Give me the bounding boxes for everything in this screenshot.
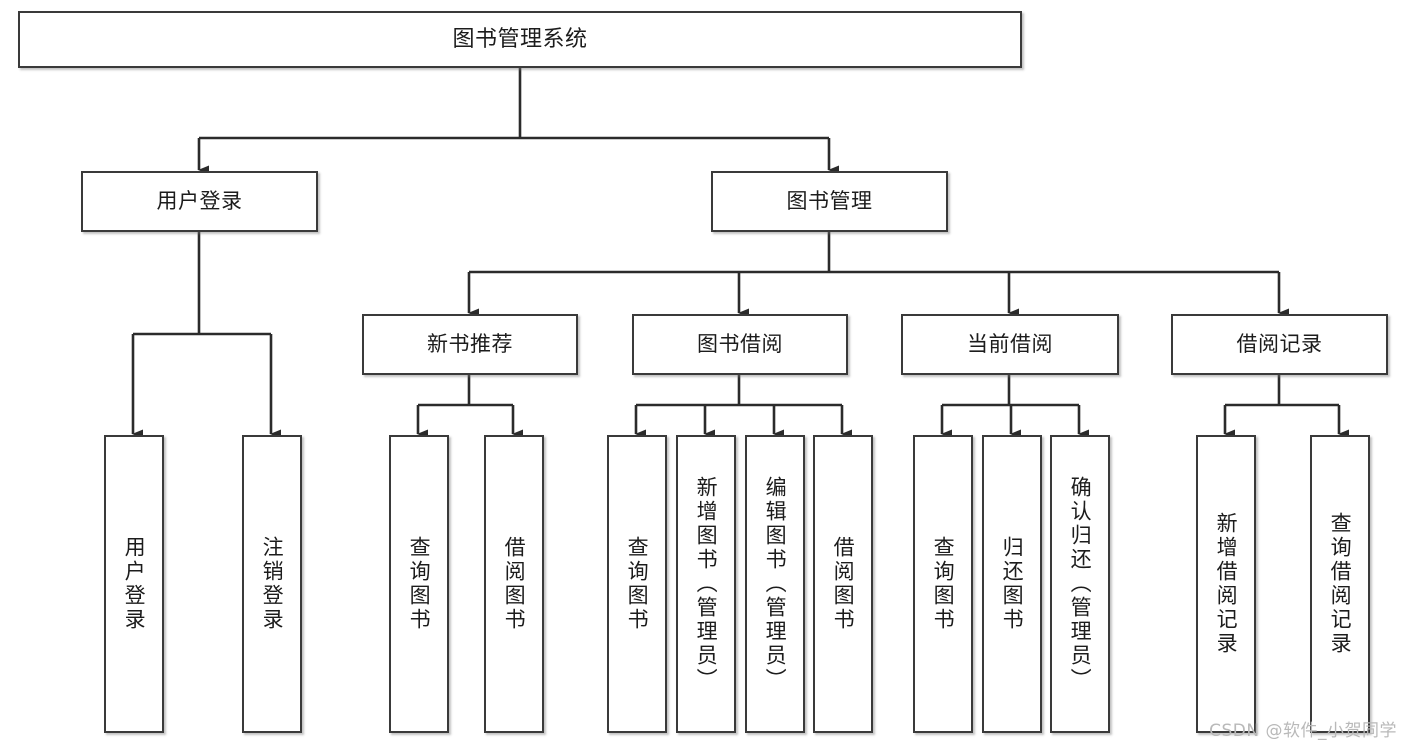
node-book-borrow-label: 图书借阅	[697, 332, 783, 357]
node-leaf-add-book-label: 新增图书（管理员）	[694, 476, 719, 692]
node-root[interactable]: 图书管理系统	[18, 11, 1022, 68]
node-leaf-edit-book-label: 编辑图书（管理员）	[763, 476, 788, 692]
node-leaf-query-book-3[interactable]: 查询图书	[913, 435, 973, 733]
node-leaf-borrow-book-2-label: 借阅图书	[831, 536, 856, 632]
watermark: CSDN @软件_小贺同学	[1209, 721, 1397, 741]
node-new-book-recommend-label: 新书推荐	[427, 332, 513, 357]
node-leaf-return-book-label: 归还图书	[1000, 536, 1025, 632]
node-leaf-query-record-label: 查询借阅记录	[1328, 512, 1353, 656]
node-book-borrow[interactable]: 图书借阅	[632, 314, 848, 375]
node-leaf-borrow-book-2[interactable]: 借阅图书	[813, 435, 873, 733]
node-leaf-user-login[interactable]: 用户登录	[104, 435, 164, 733]
node-leaf-add-book[interactable]: 新增图书（管理员）	[676, 435, 736, 733]
node-leaf-borrow-book-1[interactable]: 借阅图书	[484, 435, 544, 733]
node-leaf-confirm-return-label: 确认归还（管理员）	[1068, 476, 1093, 692]
node-current-borrow[interactable]: 当前借阅	[901, 314, 1119, 375]
node-leaf-query-record[interactable]: 查询借阅记录	[1310, 435, 1370, 733]
node-leaf-confirm-return[interactable]: 确认归还（管理员）	[1050, 435, 1110, 733]
node-root-label: 图书管理系统	[452, 26, 588, 52]
node-leaf-borrow-book-1-label: 借阅图书	[502, 536, 527, 632]
node-borrow-record[interactable]: 借阅记录	[1171, 314, 1388, 375]
node-book-manage[interactable]: 图书管理	[711, 171, 948, 232]
node-leaf-logout[interactable]: 注销登录	[242, 435, 302, 733]
node-leaf-add-record-label: 新增借阅记录	[1214, 512, 1239, 656]
node-new-book-recommend[interactable]: 新书推荐	[362, 314, 578, 375]
node-user-login[interactable]: 用户登录	[81, 171, 318, 232]
node-book-manage-label: 图书管理	[786, 189, 873, 214]
node-leaf-query-book-3-label: 查询图书	[931, 536, 956, 632]
node-leaf-user-login-label: 用户登录	[122, 536, 147, 632]
node-leaf-query-book-2-label: 查询图书	[625, 536, 650, 632]
node-leaf-query-book-1[interactable]: 查询图书	[389, 435, 449, 733]
node-current-borrow-label: 当前借阅	[967, 332, 1053, 357]
node-leaf-query-book-2[interactable]: 查询图书	[607, 435, 667, 733]
node-leaf-add-record[interactable]: 新增借阅记录	[1196, 435, 1256, 733]
node-user-login-label: 用户登录	[156, 189, 243, 214]
node-leaf-return-book[interactable]: 归还图书	[982, 435, 1042, 733]
node-leaf-query-book-1-label: 查询图书	[407, 536, 432, 632]
node-borrow-record-label: 借阅记录	[1236, 332, 1323, 357]
node-leaf-edit-book[interactable]: 编辑图书（管理员）	[745, 435, 805, 733]
node-leaf-logout-label: 注销登录	[260, 536, 285, 632]
